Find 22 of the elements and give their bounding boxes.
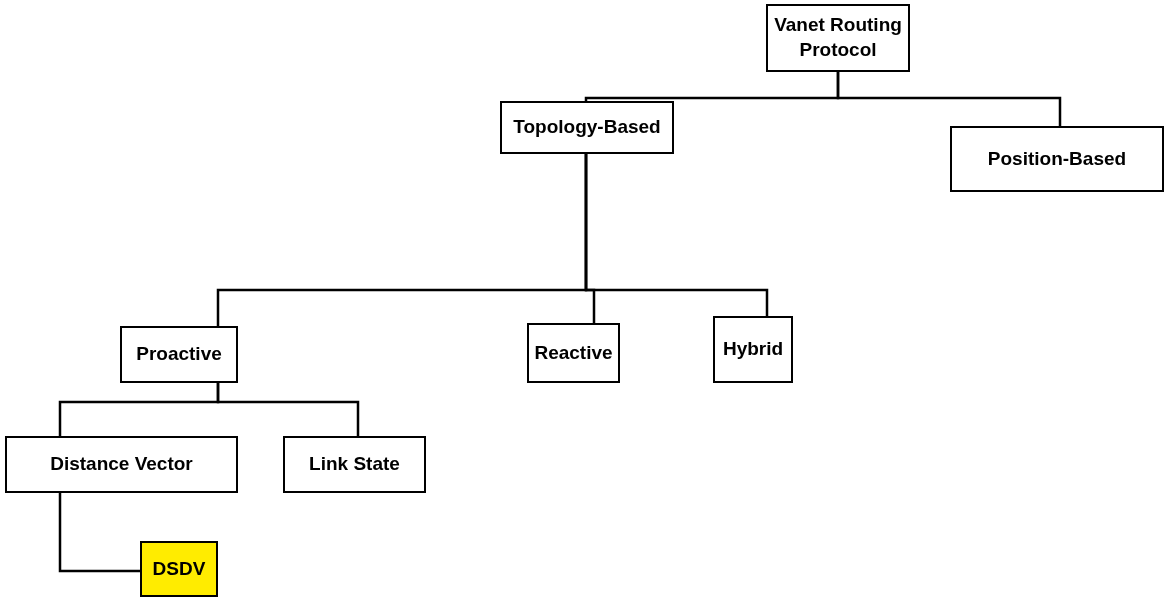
node-label: Reactive [534,340,613,365]
node-box [950,126,1164,192]
node-box [766,4,910,72]
node-label: Distance Vector [50,452,193,477]
node-box [5,436,238,493]
node-label: Hybrid [722,337,784,362]
node-label: Link State [309,452,400,477]
node-label: Proactive [136,342,222,367]
node-box [283,436,426,493]
connector-line [584,154,769,316]
node-label: Topology-Based [513,115,661,140]
node-label: Position-Based [987,146,1127,171]
connector-line [836,72,1062,126]
node-box [500,101,674,154]
connector-line [216,383,360,436]
node-box [713,316,793,383]
node-box [120,326,238,383]
node-label: Vanet Routing Protocol [773,13,903,62]
node-label: DSDV [152,556,206,581]
connector-line [58,493,140,573]
node-box [140,541,218,597]
node-box [527,323,620,383]
